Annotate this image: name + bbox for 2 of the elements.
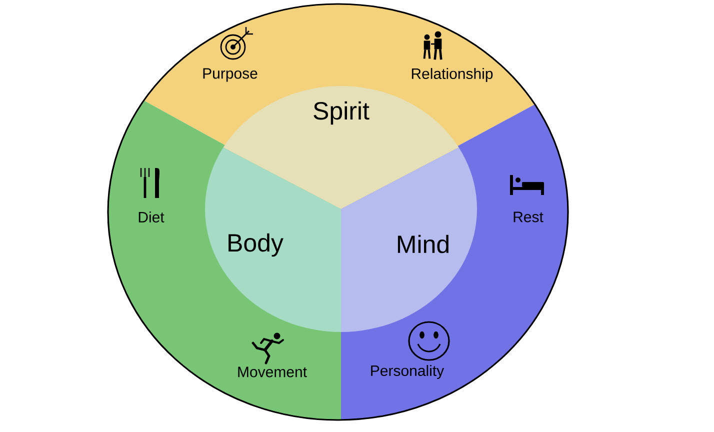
node-label: Body — [228, 233, 284, 257]
node-label: Mind — [398, 234, 448, 254]
